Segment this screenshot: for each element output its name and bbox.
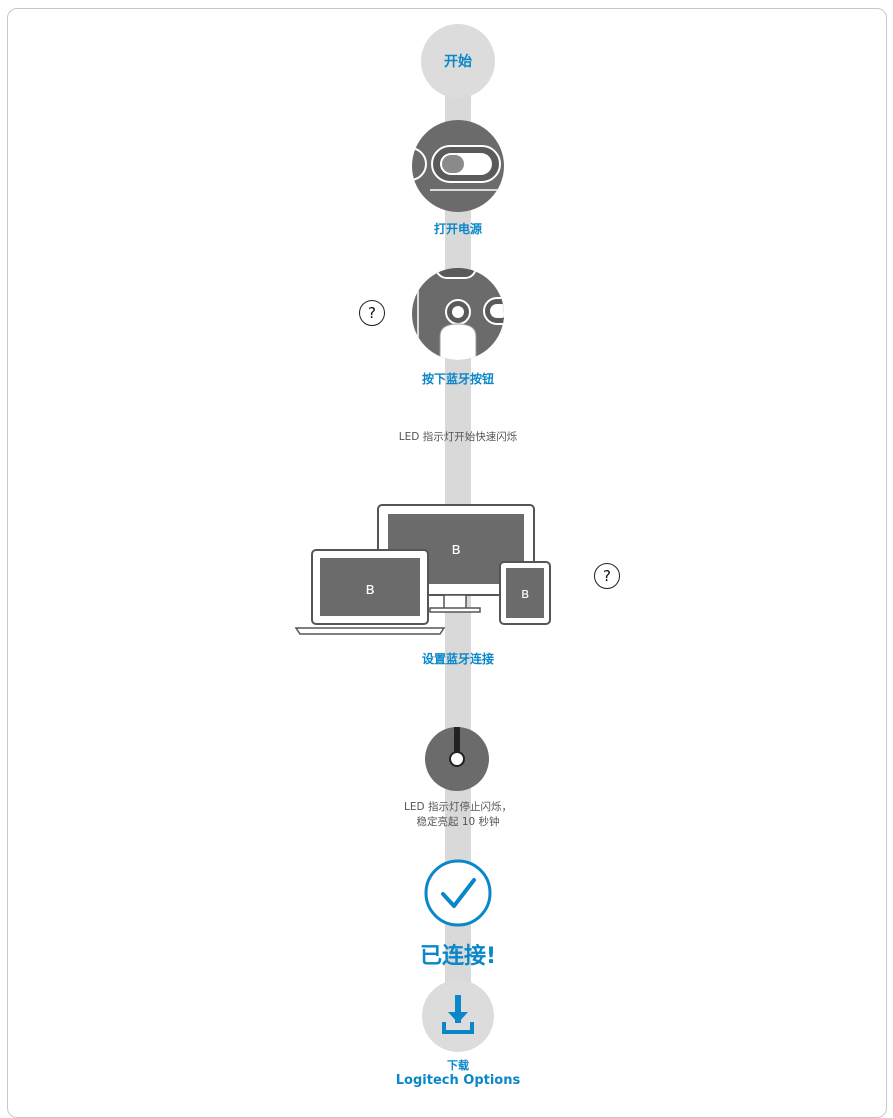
power-switch-icon [410, 118, 506, 214]
download-button[interactable] [422, 980, 494, 1052]
download-label[interactable]: 下载 Logitech Options [396, 1058, 520, 1088]
help-icon-bluetooth-button[interactable]: ? [359, 300, 385, 326]
download-label-line1: 下载 [396, 1058, 520, 1073]
step-led-fast-note: LED 指示灯开始快速闪烁 [399, 430, 517, 444]
devices-bluetooth-icon: ʙ ʙ ʙ [294, 502, 564, 642]
step-led-stable-note-line2: 稳定亮起 10 秒钟 [416, 815, 499, 829]
step-bluetooth-label: 按下蓝牙按钮 [422, 370, 494, 387]
svg-text:ʙ: ʙ [365, 579, 374, 598]
step-power-label: 打开电源 [434, 220, 482, 237]
step-led-stable-note-line1: LED 指示灯停止闪烁， [404, 800, 512, 814]
bluetooth-button-icon [410, 266, 506, 362]
svg-text:ʙ: ʙ [451, 539, 460, 558]
download-icon [422, 980, 494, 1052]
start-label: 开始 [444, 51, 472, 71]
checkmark-icon [423, 858, 493, 928]
svg-text:ʙ: ʙ [521, 586, 529, 602]
step-setup-label: 设置蓝牙连接 [422, 650, 494, 667]
start-node: 开始 [421, 24, 495, 98]
connected-label: 已连接! [420, 938, 496, 970]
download-label-line2: Logitech Options [396, 1073, 520, 1088]
led-indicator-icon [424, 726, 490, 792]
help-icon-bluetooth-setup[interactable]: ? [594, 563, 620, 589]
